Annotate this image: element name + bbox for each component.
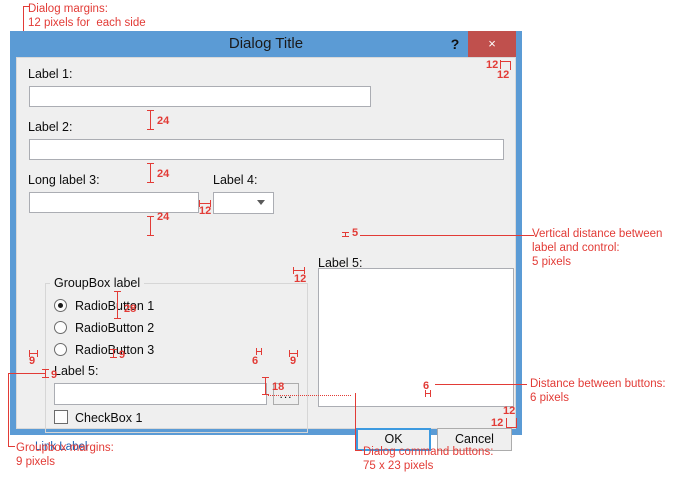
annotation-number-9-checkbox: 9 <box>51 369 58 381</box>
textbox-1[interactable] <box>29 86 371 107</box>
marker-12-tr-h <box>500 61 510 62</box>
radio-button-1-icon[interactable] <box>54 299 67 312</box>
leader-line-command-buttons-v <box>355 393 356 450</box>
annotation-number-24-b: 24 <box>157 168 170 180</box>
leader-line-groupbox-margins-h <box>8 373 46 374</box>
label-4: Label 4: <box>213 173 258 187</box>
measure-9-below-textbox <box>110 349 117 358</box>
measure-9-left <box>29 350 38 357</box>
annotation-number-5: 5 <box>352 227 359 239</box>
annotation-number-12-top-right-b: 12 <box>497 69 510 81</box>
label-1: Label 1: <box>28 67 73 81</box>
radio-row-2[interactable]: RadioButton 2 <box>54 320 254 336</box>
cancel-button[interactable]: Cancel <box>437 428 512 451</box>
chevron-down-icon <box>257 200 265 205</box>
measure-9-right <box>289 350 298 357</box>
marker-12-br-h <box>506 427 516 428</box>
measure-24-a <box>147 110 154 130</box>
textarea-5-right[interactable] <box>318 268 514 407</box>
leader-line-command-buttons-h <box>355 450 362 451</box>
annotation-number-12-top-right-a: 12 <box>486 59 499 71</box>
help-icon[interactable]: ? <box>450 36 460 52</box>
annotation-number-24-a: 24 <box>157 115 170 127</box>
annotation-distance-between-buttons: Distance between buttons: 6 pixels <box>530 378 666 404</box>
measure-6-browse <box>256 348 262 355</box>
measure-5-label-control <box>342 232 349 237</box>
annotation-groupbox-margins: Groupbox margins: 9 pixels <box>16 442 114 468</box>
leader-line-groupbox-margins-elbow <box>8 446 15 447</box>
radio-button-3-label: RadioButton 3 <box>75 343 155 357</box>
link-label[interactable]: Link Label <box>35 441 88 453</box>
measure-12-right-gap <box>293 267 305 274</box>
leader-line-distance-buttons <box>435 384 527 385</box>
annotation-vertical-distance: Vertical distance between label and cont… <box>532 228 663 268</box>
annotation-number-6-buttons: 6 <box>423 380 430 392</box>
textbox-5-groupbox[interactable] <box>54 383 267 405</box>
dialog-window: Dialog Title ? × Label 1: Label 2: Long … <box>10 31 522 453</box>
label-2: Label 2: <box>28 120 73 134</box>
radio-row-1[interactable]: RadioButton 1 <box>54 298 254 314</box>
radio-row-3[interactable]: RadioButton 3 <box>54 342 254 358</box>
textbox-2[interactable] <box>29 139 504 160</box>
leader-line-dialog-margins-elbow <box>23 6 29 7</box>
marker-12-tr-v2 <box>510 61 511 70</box>
radio-button-2-icon[interactable] <box>54 321 67 334</box>
measure-12-combo <box>199 200 211 207</box>
measure-24-b <box>147 163 154 183</box>
combobox-4[interactable] <box>213 192 274 214</box>
annotation-number-9-below: 9 <box>119 349 126 361</box>
dialog-client-area: Label 1: Label 2: Long label 3: Label 4:… <box>16 57 516 453</box>
annotation-number-18: 18 <box>272 381 285 393</box>
leader-line-vertical-distance <box>360 235 534 236</box>
annotation-number-24-c: 24 <box>157 211 170 223</box>
ok-button[interactable]: OK <box>356 428 431 451</box>
close-icon[interactable]: × <box>468 31 516 57</box>
annotation-number-12-btn-bottom: 12 <box>491 417 504 429</box>
annotation-number-6-browse: 6 <box>252 355 259 367</box>
annotation-number-12-combo: 12 <box>199 205 212 217</box>
dialog-titlebar[interactable]: Dialog Title ? × <box>10 31 522 57</box>
label-5-right: Label 5: <box>318 256 363 270</box>
annotation-dialog-margins: Dialog margins: 12 pixels for each side <box>28 3 146 29</box>
annotation-number-12-right-gap: 12 <box>294 273 307 285</box>
radio-button-1-label: RadioButton 1 <box>75 299 155 313</box>
marker-12-br-v <box>506 418 507 428</box>
dialog-title: Dialog Title <box>228 35 304 52</box>
annotation-number-12-btn-right: 12 <box>503 405 516 417</box>
marker-12-br-v2 <box>516 418 517 428</box>
label-3: Long label 3: <box>28 173 100 187</box>
measure-6-buttons <box>425 390 431 397</box>
groupbox-label: GroupBox label <box>50 276 145 290</box>
checkbox-1-box[interactable] <box>54 410 68 424</box>
annotation-number-28: 28 <box>124 303 137 315</box>
annotation-number-9-right: 9 <box>290 355 297 367</box>
marker-12-tr-v <box>500 60 501 69</box>
groupbox <box>45 283 308 433</box>
browse-button[interactable]: ... <box>273 383 299 405</box>
measure-24-c <box>147 216 154 236</box>
textbox-3[interactable] <box>29 192 199 213</box>
annotation-command-buttons: Dialog command buttons: 75 x 23 pixels <box>363 446 494 472</box>
leader-line-groupbox-margins-v <box>8 373 9 446</box>
annotation-number-9-left: 9 <box>29 355 36 367</box>
dotted-guide-line <box>268 395 351 396</box>
label-5-groupbox: Label 5: <box>54 364 99 378</box>
radio-button-2-label: RadioButton 2 <box>75 321 155 335</box>
radio-button-3-icon[interactable] <box>54 343 67 356</box>
measure-18 <box>262 377 269 395</box>
checkbox-1-label: CheckBox 1 <box>75 411 143 425</box>
measure-28 <box>114 291 121 319</box>
